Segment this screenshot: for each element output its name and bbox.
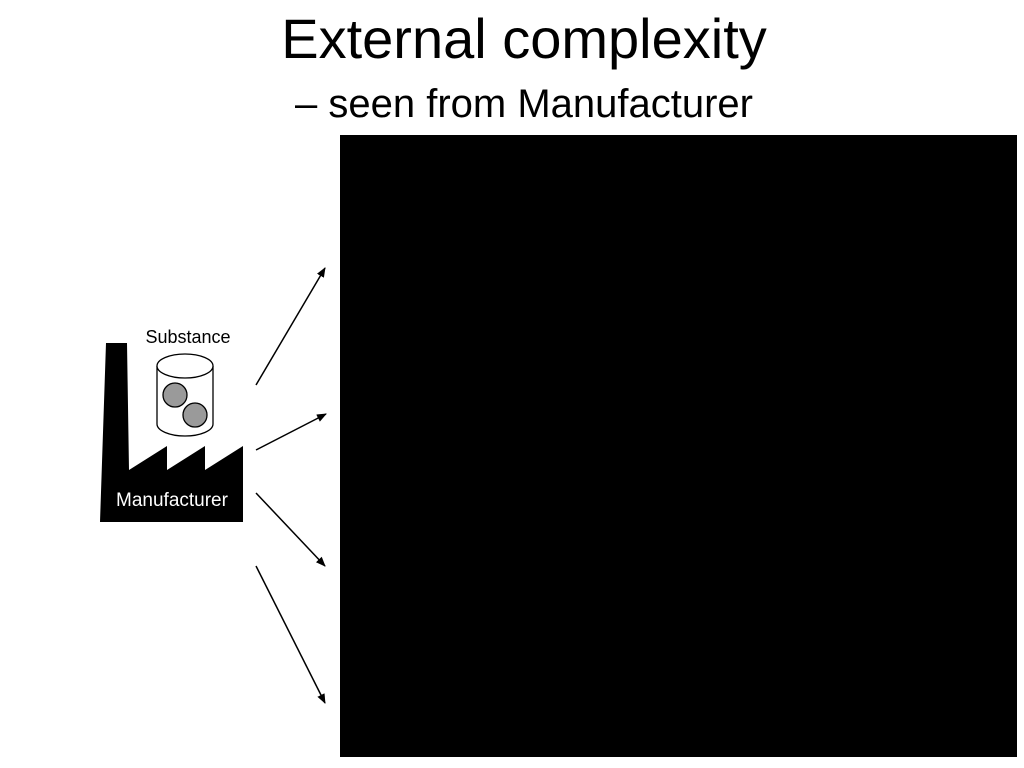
factory-icon	[100, 343, 243, 522]
black-panel	[340, 135, 1017, 757]
manufacturer-label: Manufacturer	[116, 490, 229, 511]
arrow-1	[255, 267, 326, 386]
molecule-icon	[162, 382, 188, 408]
arrow-4	[255, 565, 326, 704]
molecule-icon	[182, 402, 208, 428]
arrow-2	[255, 413, 327, 451]
slide-title: External complexity	[281, 7, 767, 70]
slide-subtitle: – seen from Manufacturer	[295, 82, 753, 126]
arrow-3	[255, 492, 326, 567]
substance-label: Substance	[145, 327, 230, 347]
